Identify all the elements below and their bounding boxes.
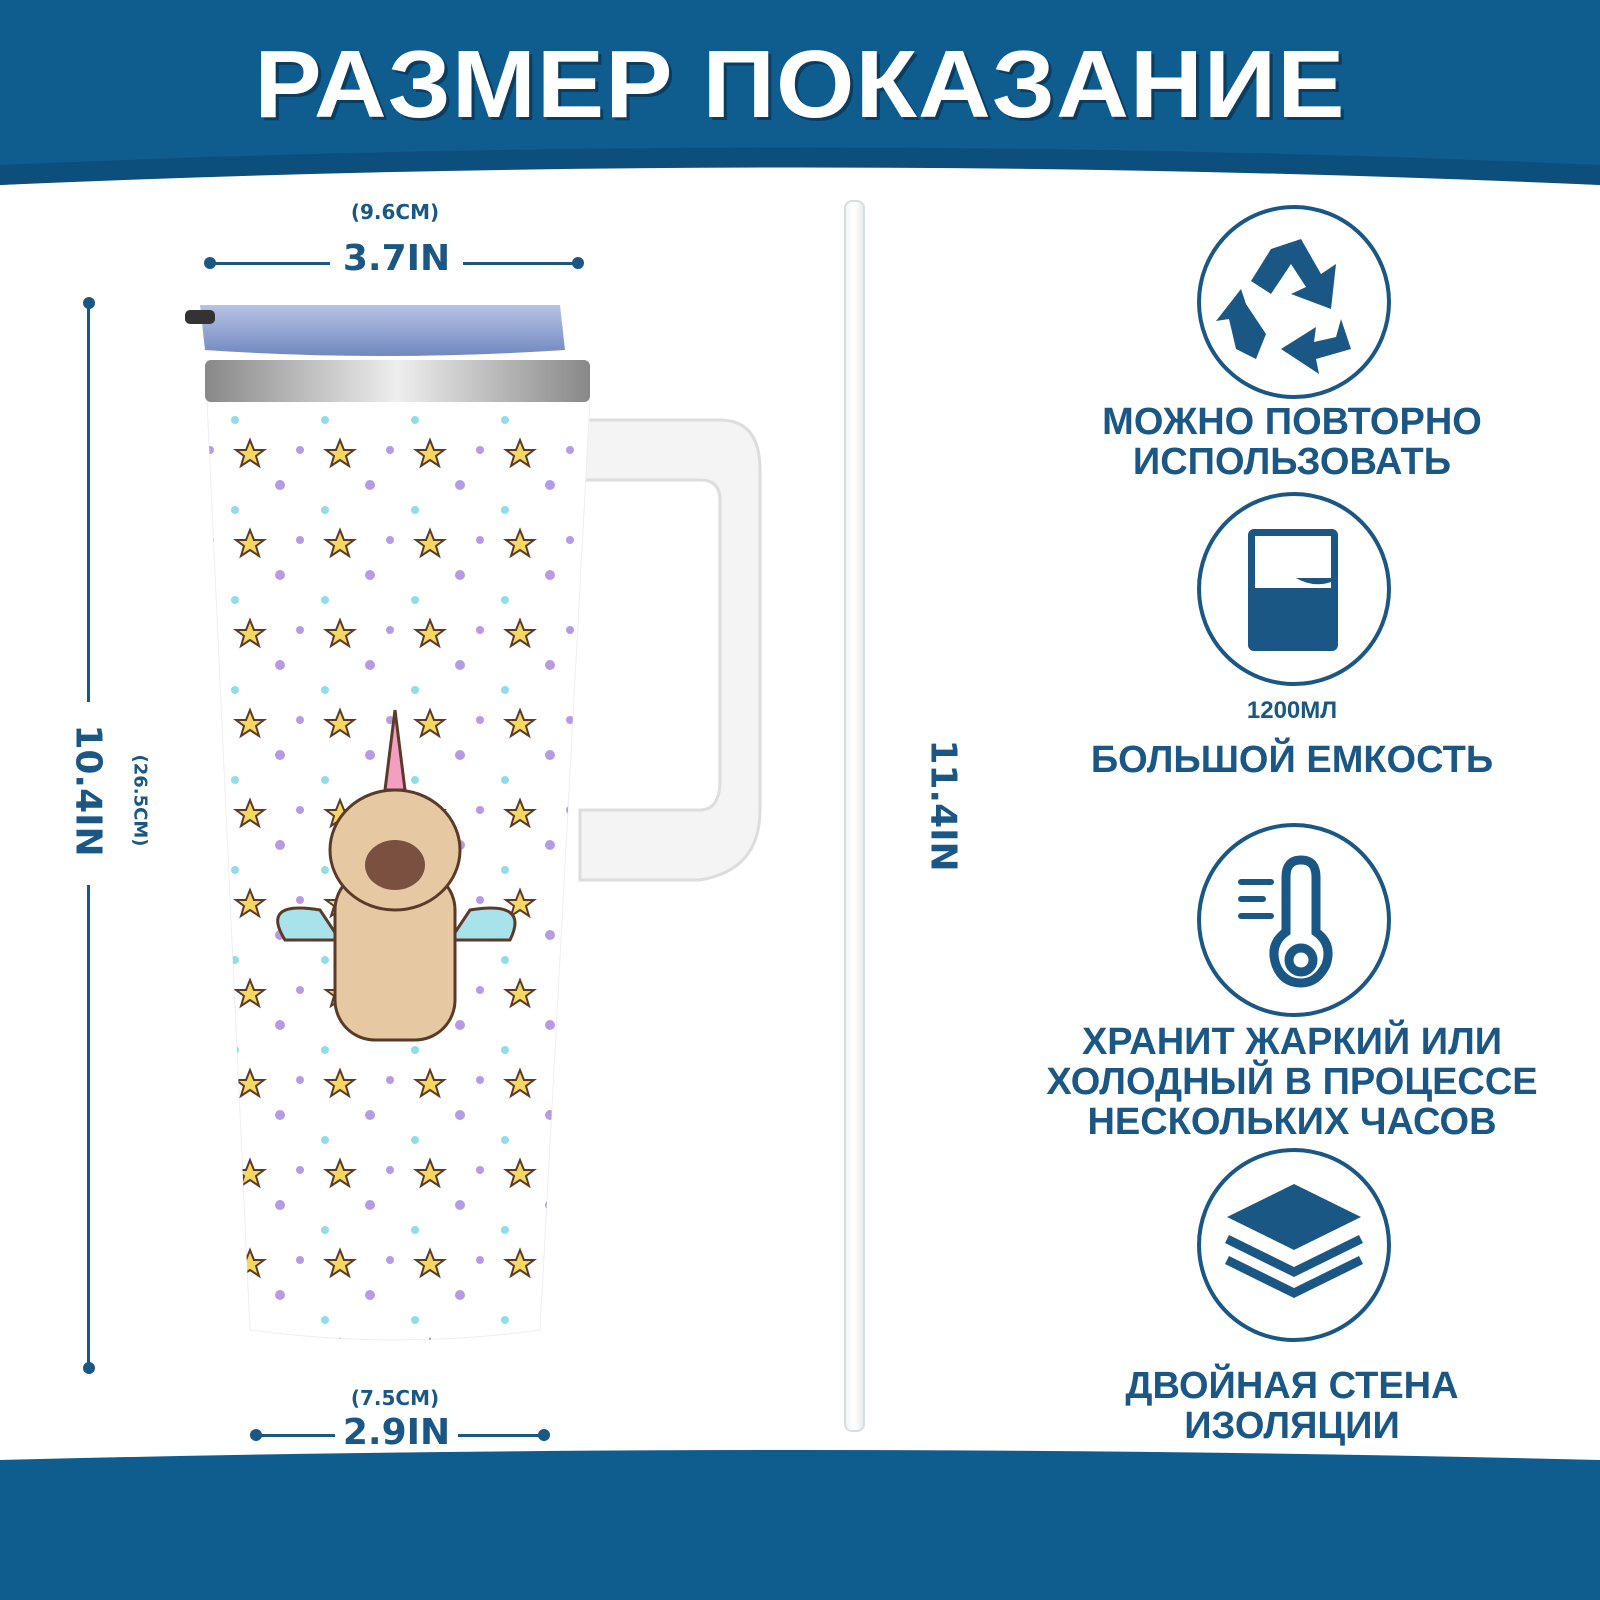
- pug-illustration: [276, 709, 517, 1042]
- feature-reusable-line-2: ИСПОЛЬЗОВАТЬ: [1132, 441, 1452, 483]
- recycle-icon: [1197, 205, 1391, 399]
- thermometer-icon: [1197, 823, 1391, 1017]
- layers-icon: [1197, 1148, 1391, 1342]
- feature-double-wall-line-1: ДВОЙНАЯ СТЕНА: [1125, 1365, 1459, 1407]
- feature-insulation-line-2: ХОЛОДНЫЙ В ПРОЦЕССЕ: [1046, 1061, 1538, 1103]
- top-width-cm-label: (9.6CM): [350, 200, 440, 224]
- dimension-endpoint: [83, 297, 95, 309]
- height-inch-label: 10.4IN: [67, 724, 109, 857]
- height-line-top: [87, 302, 90, 702]
- top-width-line-left: [210, 262, 330, 265]
- bottom-width-inch-label: 2.9IN: [342, 1412, 451, 1453]
- bottom-width-line-right: [458, 1434, 542, 1437]
- top-width-line-right: [463, 262, 576, 265]
- feature-insulation-line-3: НЕСКОЛЬКИХ ЧАСОВ: [1087, 1101, 1497, 1143]
- page-title: РАЗМЕР ПОКАЗАНИЕ: [254, 31, 1346, 138]
- capacity-value: 1200МЛ: [1246, 697, 1338, 724]
- tumbler-image: [185, 305, 762, 1341]
- feature-capacity-line-1: БОЛЬШОЙ ЕМКОСТЬ: [1090, 739, 1494, 781]
- cup-capacity-icon: [1197, 492, 1391, 686]
- bottom-width-cm-label: (7.5CM): [350, 1386, 440, 1410]
- feature-insulation-line-1: ХРАНИТ ЖАРКИЙ ИЛИ: [1081, 1021, 1503, 1063]
- height-cm-label: (26.5CM): [129, 754, 151, 847]
- straw-length-label: 11.4IN: [922, 739, 964, 872]
- feature-double-wall-line-2: ИЗОЛЯЦИИ: [1184, 1405, 1400, 1447]
- bottom-width-line-left: [255, 1434, 335, 1437]
- feature-reusable-line-1: МОЖНО ПОВТОРНО: [1102, 401, 1482, 443]
- straw-image: [844, 200, 865, 1432]
- height-line-bottom: [87, 885, 90, 1365]
- dimension-endpoint: [204, 257, 216, 269]
- dimension-endpoint: [572, 257, 584, 269]
- header-banner: [0, 0, 1600, 185]
- dimension-endpoint: [83, 1362, 95, 1374]
- footer-banner: [0, 1450, 1600, 1600]
- dimension-endpoint: [538, 1429, 550, 1441]
- top-width-inch-label: 3.7IN: [342, 238, 451, 279]
- dimension-endpoint: [250, 1429, 262, 1441]
